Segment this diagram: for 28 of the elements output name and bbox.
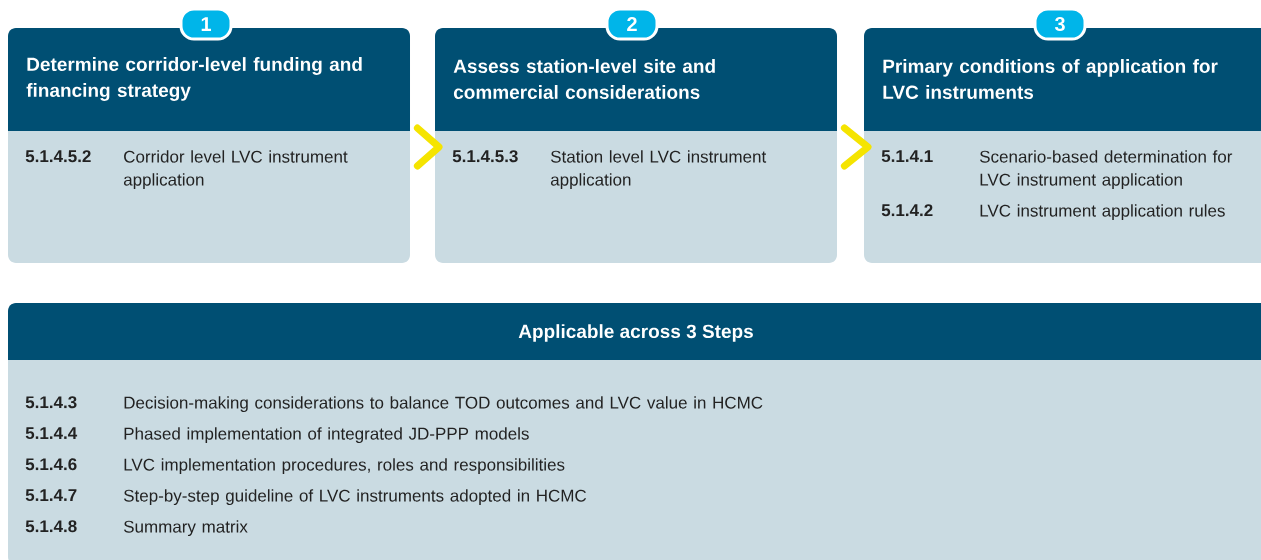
section-number: 5.1.4.5.2 — [25, 150, 91, 163]
card-heading: Applicable across 3 Steps — [518, 324, 753, 342]
section-number: 5.1.4.8 — [25, 520, 77, 533]
section-title: Summary matrix — [123, 520, 248, 537]
card-heading: Primary conditions of application for LVC instruments — [883, 59, 1218, 99]
chevron-arrow — [840, 124, 872, 170]
section-title: Phased implementation of integrated JD-PPP models — [124, 427, 529, 444]
section-number: 5.1.4.4 — [25, 427, 78, 440]
section-title: Step-by-step guideline of LVC instruments adopted in HCMC — [123, 489, 587, 506]
step-badge: 1 — [179, 7, 233, 41]
section-title: Scenario-based determination for LVC instrument application — [980, 150, 1233, 190]
section-number: 5.1.4.3 — [25, 396, 77, 409]
section-number: 5.1.4.1 — [881, 150, 933, 163]
section-title: LVC instrument application rules — [980, 204, 1225, 221]
section-number: 5.1.4.7 — [25, 489, 77, 502]
card-heading: Assess station-level site and commercial considerations — [453, 59, 715, 99]
section-number: 5.1.4.5.3 — [452, 150, 518, 163]
section-number: 5.1.4.6 — [25, 458, 77, 471]
step-badge: 3 — [1033, 7, 1087, 41]
chevron-arrow — [413, 124, 443, 170]
section-title: Corridor level LVC instrument application — [123, 150, 348, 190]
section-title: Station level LVC instrument application — [550, 150, 767, 190]
step-badge: 2 — [605, 7, 659, 41]
card — [8, 303, 1261, 560]
section-title: Decision-making considerations to balance TOD outcomes and LVC value in HCMC — [124, 396, 763, 413]
section-title: LVC implementation procedures, roles and responsibilities — [124, 458, 565, 475]
card-heading: Determine corridor-level funding and financing strategy — [26, 57, 362, 101]
section-number: 5.1.4.2 — [881, 204, 933, 217]
